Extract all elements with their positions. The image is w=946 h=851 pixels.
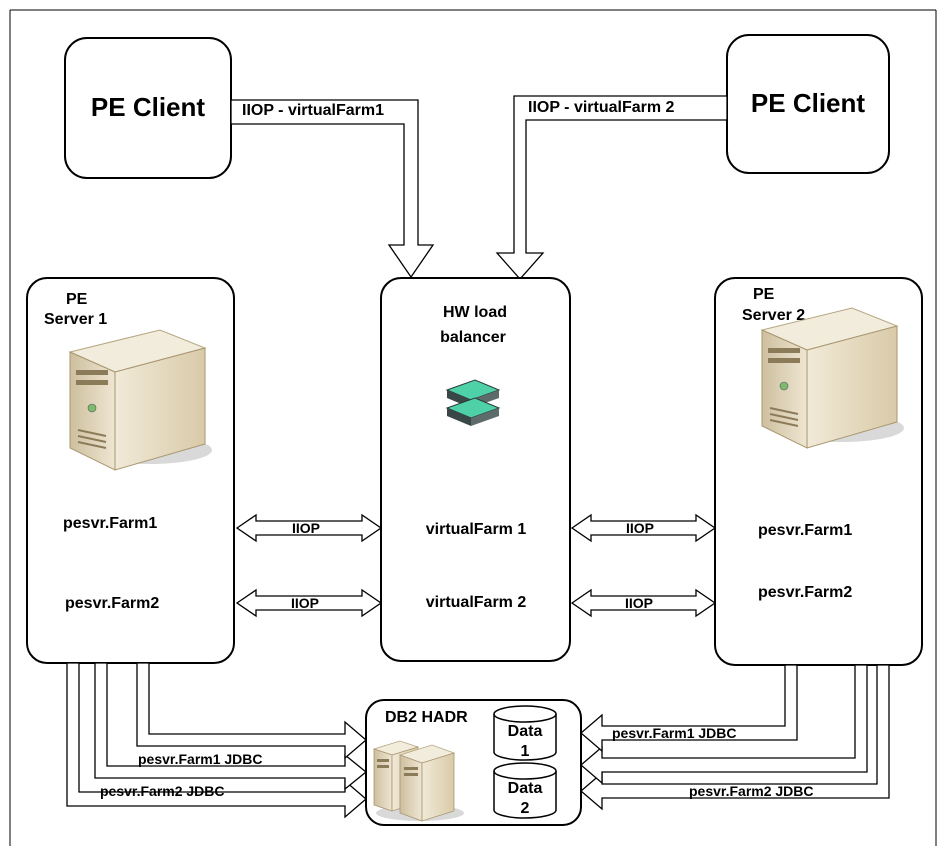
client-left-arrow: IIOP - virtualFarm1 bbox=[230, 99, 435, 279]
iiop-arrow-server2-farm1: IIOP bbox=[570, 513, 717, 543]
jdbc-arrow-right-lower bbox=[580, 664, 868, 785]
iiop-label: IIOP bbox=[292, 520, 320, 536]
iiop-label: IIOP bbox=[291, 595, 319, 611]
db-title: DB2 HADR bbox=[385, 709, 468, 726]
jdbc-arrow-left-upper bbox=[136, 662, 367, 760]
server2-title-line2: Server 2 bbox=[742, 307, 805, 324]
jdbc-arrow-left-farm1: pesvr.Farm1 JDBC bbox=[94, 662, 368, 791]
data2-label-line2: 2 bbox=[521, 800, 530, 817]
pe-client-right: PE Client bbox=[726, 34, 890, 174]
jdbc-right-farm2-label: pesvr.Farm2 JDBC bbox=[689, 783, 814, 799]
server2-farm2: pesvr.Farm2 bbox=[758, 584, 852, 601]
pe-client-right-label: PE Client bbox=[751, 88, 865, 118]
server1-title-line1: PE bbox=[66, 291, 88, 308]
server2-title-line1: PE bbox=[753, 286, 775, 303]
iiop-arrow-server1-farm2: IIOP bbox=[235, 588, 383, 618]
jdbc-arrow-right-farm2: pesvr.Farm2 JDBC bbox=[580, 664, 890, 811]
tower-server-icon bbox=[68, 329, 212, 471]
server1-farm2: pesvr.Farm2 bbox=[65, 595, 159, 612]
data2-cylinder: Data 2 bbox=[493, 762, 557, 819]
jdbc-left-farm2-label: pesvr.Farm2 JDBC bbox=[100, 783, 225, 799]
pe-client-left-label: PE Client bbox=[91, 92, 205, 122]
load-balancer-icon bbox=[445, 379, 501, 426]
iiop-arrow-server2-farm2: IIOP bbox=[570, 588, 717, 618]
pe-client-left: PE Client bbox=[64, 37, 232, 179]
server1-farm1: pesvr.Farm1 bbox=[63, 515, 157, 532]
pe-server-2: PE Server 2 pesvr.Farm1 pesvr.Farm2 bbox=[714, 277, 923, 666]
tower-server-icon bbox=[760, 307, 904, 449]
client-right-link-label: IIOP - virtualFarm 2 bbox=[528, 99, 675, 116]
jdbc-arrow-right-farm1: pesvr.Farm1 JDBC bbox=[580, 664, 798, 753]
lb-title-line1: HW load bbox=[443, 304, 507, 321]
lb-vfarm1: virtualFarm 1 bbox=[426, 521, 527, 538]
jdbc-arrow-left-farm2: pesvr.Farm2 JDBC bbox=[66, 662, 367, 819]
data1-label-line2: 1 bbox=[521, 743, 530, 760]
jdbc-right-farm1-label: pesvr.Farm1 JDBC bbox=[612, 725, 737, 741]
lb-vfarm2: virtualFarm 2 bbox=[426, 594, 527, 611]
data1-label-line1: Data bbox=[508, 723, 543, 740]
iiop-arrow-server1-farm1: IIOP bbox=[235, 513, 383, 543]
lb-title-line2: balancer bbox=[440, 329, 506, 346]
data2-label-line1: Data bbox=[508, 780, 543, 797]
server2-farm1: pesvr.Farm1 bbox=[758, 522, 852, 539]
client-left-link-label: IIOP - virtualFarm1 bbox=[242, 102, 384, 119]
iiop-label: IIOP bbox=[625, 595, 653, 611]
db-servers-icon bbox=[372, 740, 464, 822]
hw-load-balancer: HW load balancer virtualFarm 1 virtualFa… bbox=[380, 277, 571, 662]
client-right-arrow: IIOP - virtualFarm 2 bbox=[495, 95, 728, 280]
pe-server-1: PE Server 1 pesvr.Farm1 pesvr.Farm2 bbox=[26, 277, 235, 664]
data1-cylinder: Data 1 bbox=[493, 705, 557, 761]
server1-title-line2: Server 1 bbox=[44, 311, 107, 328]
jdbc-left-farm1-label: pesvr.Farm1 JDBC bbox=[138, 751, 263, 767]
db2-hadr: DB2 HADR Data 1 Data 2 bbox=[365, 699, 582, 826]
iiop-label: IIOP bbox=[626, 520, 654, 536]
